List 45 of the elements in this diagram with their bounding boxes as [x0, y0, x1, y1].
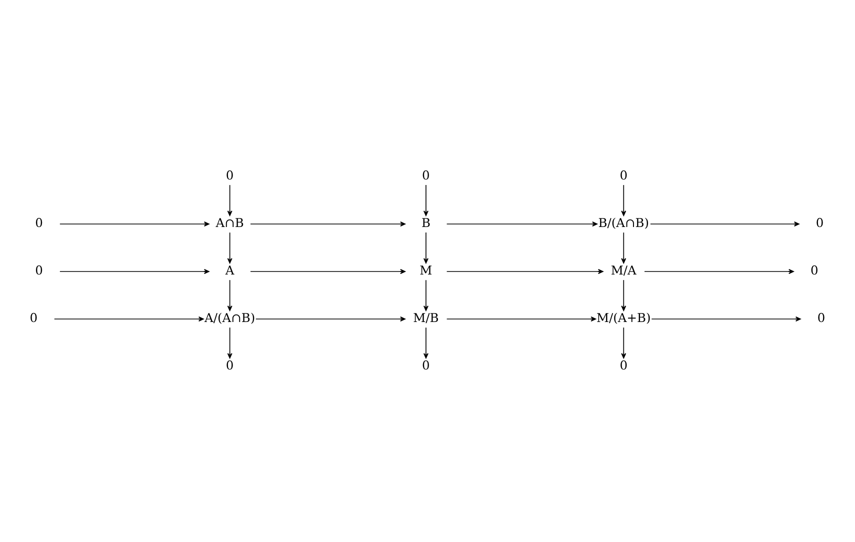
node-text: M	[420, 262, 432, 277]
arrow	[621, 279, 626, 310]
node-text: 0	[35, 215, 43, 230]
arrow	[446, 316, 596, 321]
arrow	[621, 232, 626, 263]
arrow	[621, 326, 626, 358]
arrow	[54, 316, 204, 321]
arrow	[227, 279, 232, 310]
node-text: M/B	[413, 310, 439, 324]
arrow	[423, 184, 428, 216]
arrow	[644, 268, 794, 274]
node-text: A	[225, 262, 234, 277]
node-text: 0	[422, 168, 430, 182]
arrow	[446, 221, 598, 226]
arrow	[651, 316, 801, 321]
node-text: 0	[226, 358, 234, 372]
node-text: 0	[226, 168, 234, 182]
arrow	[650, 221, 800, 226]
arrow	[255, 316, 406, 321]
arrow	[250, 221, 406, 226]
arrow	[423, 232, 428, 263]
arrow	[621, 184, 626, 216]
arrow	[423, 279, 428, 310]
arrow	[423, 326, 428, 358]
node-text: M/(A+B)	[596, 310, 651, 324]
arrow	[250, 268, 406, 274]
node-text: 0	[422, 358, 430, 372]
node-text: A/(A∩B)	[204, 310, 256, 324]
node-text: 0	[620, 358, 628, 372]
node-text: 0	[816, 215, 824, 230]
arrow	[59, 221, 210, 226]
arrow	[227, 184, 232, 216]
node-text: A∩B	[216, 215, 244, 230]
node-text: B/(A∩B)	[598, 215, 650, 230]
node-text: M/A	[610, 262, 636, 277]
node-text: B	[421, 215, 430, 230]
node-text: 0	[817, 310, 826, 324]
arrow	[227, 232, 232, 263]
node-text: 0	[810, 262, 818, 277]
arrow	[446, 268, 604, 274]
arrow	[59, 268, 210, 274]
node-text: 0	[30, 310, 38, 324]
node-text: 0	[620, 168, 628, 182]
arrow	[227, 326, 232, 358]
node-text: 0	[35, 262, 43, 277]
